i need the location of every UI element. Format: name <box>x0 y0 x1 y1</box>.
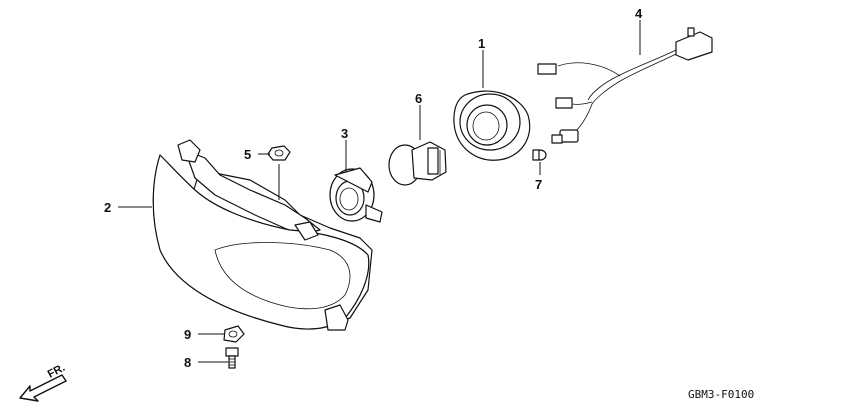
callout-4: 4 <box>635 6 643 21</box>
callouts: 1 2 3 4 5 6 7 8 9 <box>104 6 643 370</box>
front-arrow-icon <box>19 374 67 402</box>
headlight-assembly <box>152 139 373 331</box>
headlight-bulb <box>388 141 447 186</box>
callout-8: 8 <box>184 355 191 370</box>
callout-6: 6 <box>415 91 422 106</box>
socket-holder <box>329 167 383 223</box>
callout-2: 2 <box>104 200 111 215</box>
callout-9: 9 <box>184 327 191 342</box>
callout-5: 5 <box>244 147 251 162</box>
diagram-code: GBM3-F0100 <box>688 388 754 401</box>
front-direction-indicator: FR. <box>19 362 67 402</box>
leader-lines <box>118 20 641 363</box>
clip-nut <box>223 325 245 343</box>
wire-harness <box>532 27 713 161</box>
nut <box>267 145 291 161</box>
callout-1: 1 <box>478 36 485 51</box>
callout-3: 3 <box>341 126 348 141</box>
dust-cover <box>453 90 531 161</box>
callout-7: 7 <box>535 177 542 192</box>
adjust-screw <box>225 347 239 369</box>
